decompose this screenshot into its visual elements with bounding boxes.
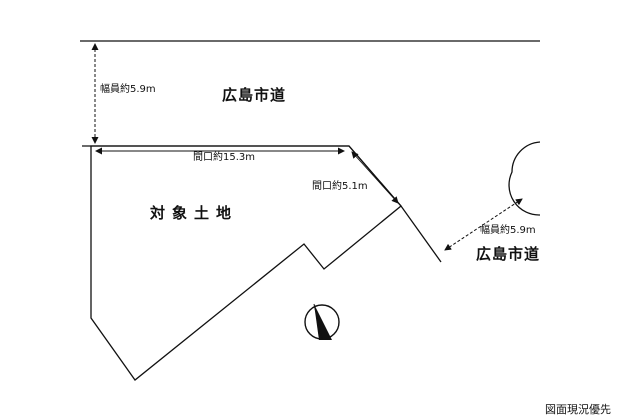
north-arrow-icon (304, 303, 340, 340)
east-frontage-label: 間口約5.1m (312, 181, 368, 192)
parcel-label: 対象土地 (150, 204, 239, 222)
east-road-width-dimension (444, 198, 523, 251)
east-road-width-label: 幅員約5.9m (480, 225, 536, 236)
north-road-width-label: 幅員約5.9m (100, 84, 156, 95)
east-road-name: 広島市道 (476, 245, 541, 263)
footer-note: 図面現況優先 (545, 403, 611, 416)
east-frontage-dimension (351, 151, 399, 204)
parcel-outline (82, 145, 442, 263)
north-road-name: 広島市道 (222, 86, 287, 104)
east-road-cul-de-sac (508, 141, 541, 216)
north-frontage-label: 間口約15.3m (193, 152, 256, 163)
